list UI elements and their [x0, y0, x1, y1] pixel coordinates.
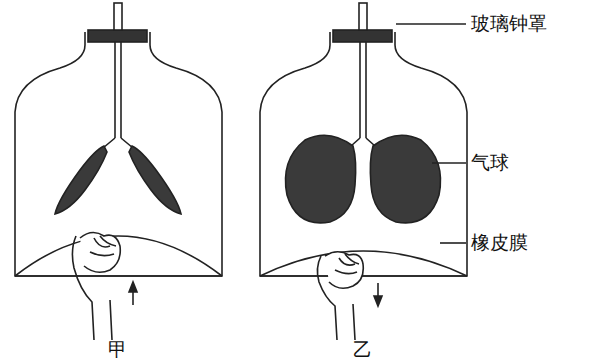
leader-line	[432, 162, 466, 164]
figure-label: 乙	[353, 340, 372, 359]
part-label: 玻璃钟罩	[471, 14, 547, 33]
figure-label: 甲	[108, 340, 127, 359]
part-label: 气球	[471, 153, 509, 172]
leader-line	[396, 23, 466, 25]
part-label: 橡皮膜	[471, 233, 528, 252]
leader-line	[440, 242, 466, 244]
jar-right	[260, 3, 467, 340]
jar-left	[15, 3, 222, 340]
